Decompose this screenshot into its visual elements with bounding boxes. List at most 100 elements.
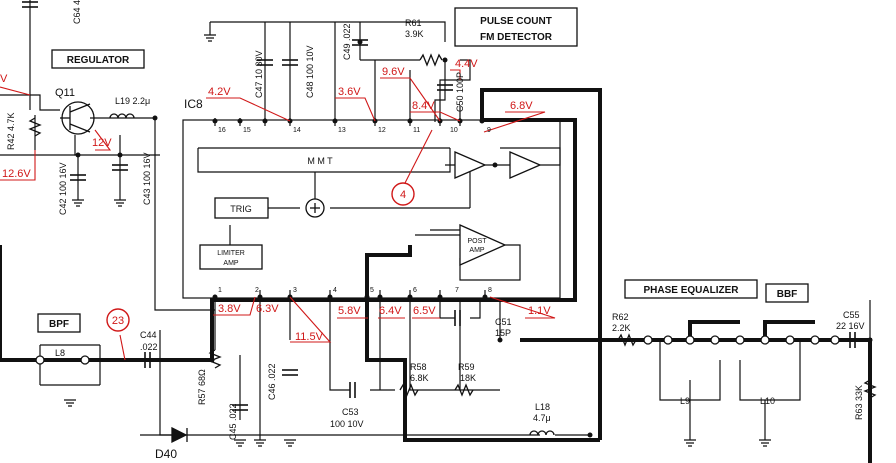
thick-traces <box>0 88 872 463</box>
limiter-label-2: AMP <box>223 260 239 267</box>
inductors <box>109 113 555 436</box>
pin-6: 6 <box>413 287 417 294</box>
capacitors <box>22 1 856 411</box>
voltage-12-6v: 12.6V <box>2 168 31 180</box>
c55-value: 22 16V <box>836 321 865 331</box>
c55-label: C55 <box>843 310 860 320</box>
c43-label: C43 100 16V <box>142 152 152 205</box>
diode-d40 <box>140 426 188 444</box>
callout-circles <box>106 182 415 332</box>
l18-value: 4.7μ <box>533 413 551 423</box>
r58-label: R58 <box>410 362 427 372</box>
l8-label: L8 <box>55 348 65 358</box>
c45-label: C45 .022 <box>228 403 238 440</box>
voltage-12v: 12V <box>92 137 112 149</box>
voltage-8-4v: 8.4V <box>412 100 435 112</box>
pin-12: 12 <box>378 127 386 134</box>
voltage-3-8v: 3.8V <box>218 303 241 315</box>
l19-label: L19 2.2μ <box>115 96 150 106</box>
r57-label: R57 68Ω <box>197 369 207 405</box>
c64-label: C64 470 <box>72 0 82 24</box>
c42-label: C42 100 16V <box>58 162 68 215</box>
c48-label: C48 100 10V <box>305 45 315 98</box>
voltage-6-8v: 6.8V <box>510 100 533 112</box>
c53-value: 100 10V <box>330 419 364 429</box>
regulator-label: REGULATOR <box>67 55 130 66</box>
c49-label: C49 .022 <box>342 23 352 60</box>
post-amp-label-2: AMP <box>469 247 485 254</box>
r42-label: R42 4.7K <box>6 112 16 150</box>
c47-label: C47 10 30V <box>254 50 264 98</box>
d40-label: D40 <box>155 447 177 461</box>
trig-label: TRIG <box>230 204 252 214</box>
transistor-q11 <box>60 101 95 135</box>
callout-23: 23 <box>112 315 124 327</box>
title-line-1: PULSE COUNT <box>480 16 552 27</box>
ic8-outline <box>182 119 561 299</box>
resistors <box>28 53 877 399</box>
r62-value: 2.2K <box>612 323 631 333</box>
r62-label: R62 <box>612 312 629 322</box>
pin-7: 7 <box>455 287 459 294</box>
open-terminals <box>35 335 840 365</box>
pin-9: 9 <box>487 127 491 134</box>
q11-label: Q11 <box>55 87 75 99</box>
summing-junction <box>305 198 325 218</box>
title-line-2: FM DETECTOR <box>480 32 553 43</box>
voltage-4-2v: 4.2V <box>208 86 231 98</box>
c51-value: 15P <box>495 328 511 338</box>
voltage-6-3v: 6.3V <box>256 303 279 315</box>
c51-label: C51 <box>495 317 512 327</box>
phase-equalizer-label: PHASE EQUALIZER <box>643 285 739 296</box>
voltage-6-5v: 6.5V <box>413 305 436 317</box>
pin-10: 10 <box>450 127 458 134</box>
voltage-v: V <box>0 73 8 85</box>
c44-value: .022 <box>140 342 158 352</box>
limiter-label-1: LIMITER <box>217 250 245 257</box>
voltage-1-1v: 1.1V <box>528 305 551 317</box>
voltage-leaders <box>0 69 556 361</box>
r59-value: 18K <box>460 373 476 383</box>
r63-label: R63 33K <box>854 385 864 420</box>
post-amp-label-1: POST <box>467 238 487 245</box>
voltage-4-4v: 4.4V <box>455 58 478 70</box>
callout-4: 4 <box>400 189 406 201</box>
r61-label: R61 <box>405 18 422 28</box>
voltage-5-8v: 5.8V <box>338 305 361 317</box>
bpf-label: BPF <box>49 319 69 330</box>
pin-16: 16 <box>218 127 226 134</box>
pin-4: 4 <box>333 287 337 294</box>
pin-13: 13 <box>338 127 346 134</box>
c44-label: C44 <box>140 330 157 340</box>
pin-8: 8 <box>488 287 492 294</box>
ic8-label: IC8 <box>184 97 203 111</box>
c50-label: C50 100P <box>455 72 465 112</box>
l9-label: L9 <box>680 396 690 406</box>
pin-2: 2 <box>255 287 259 294</box>
amplifiers <box>454 151 542 267</box>
pin-14: 14 <box>293 127 301 134</box>
r58-value: 6.8K <box>410 373 429 383</box>
voltage-3-6v: 3.6V <box>338 86 361 98</box>
r59-label: R59 <box>458 362 475 372</box>
bbf-label: BBF <box>777 289 798 300</box>
c53-label: C53 <box>342 407 359 417</box>
pin-3: 3 <box>293 287 297 294</box>
ic-pin-ticks <box>214 118 461 126</box>
block-boxes <box>37 7 809 333</box>
voltage-9-6v: 9.6V <box>382 66 405 78</box>
ground-symbols <box>64 34 771 447</box>
pin-5: 5 <box>370 287 374 294</box>
pin-1: 1 <box>218 287 222 294</box>
voltage-11-5v: 11.5V <box>295 331 324 343</box>
l10-label: L10 <box>760 396 775 406</box>
voltage-6-4v: 6.4V <box>379 305 402 317</box>
junction-dots <box>75 39 873 438</box>
thin-wiring <box>0 0 871 440</box>
c46-label: C46 .022 <box>267 363 277 400</box>
pin-15: 15 <box>243 127 251 134</box>
pin-11: 11 <box>413 127 420 134</box>
mmt-label: M M T <box>307 156 333 166</box>
l18-label: L18 <box>535 402 550 412</box>
